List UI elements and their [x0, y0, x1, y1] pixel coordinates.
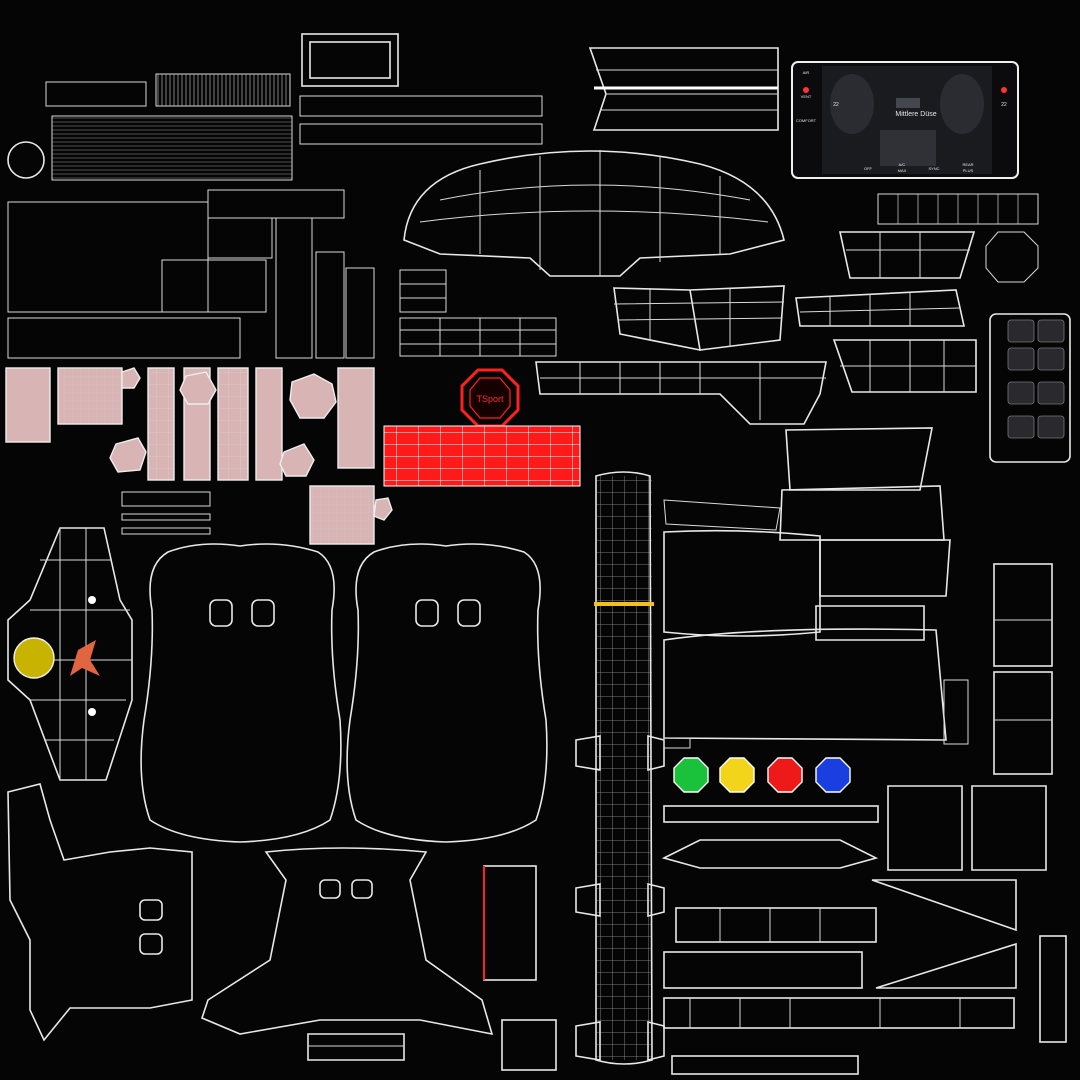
btn-off: OFF	[864, 166, 873, 171]
horn-badge-icon	[13, 637, 55, 679]
btn-ac: A/C	[899, 162, 906, 167]
uv-island-top-strips	[7, 33, 543, 181]
gem-red-icon	[767, 757, 803, 793]
uv-island-small-grid	[307, 865, 557, 1071]
brand-logo-icon	[70, 640, 100, 676]
uv-island-button-panel	[989, 313, 1071, 463]
seat-heat-left-icon	[803, 87, 809, 93]
uv-island-seat-back-left	[7, 783, 193, 1042]
uv-island-barcodes	[121, 491, 211, 535]
btn-air: AIR	[803, 70, 810, 75]
uv-island-dashboard-dome	[403, 150, 785, 277]
climate-screen: Mittlere Düse AIR VENT COMFORT 22 22 OFF…	[791, 61, 1019, 179]
btn-comfort: COMFORT	[796, 118, 817, 123]
uv-island-steering-boss	[7, 527, 133, 781]
uv-island-seat-left	[140, 543, 342, 843]
gem-yellow-icon	[719, 757, 755, 793]
gem-green-icon	[673, 757, 709, 793]
uv-island-left-strips	[7, 189, 375, 359]
uv-island-long-strip	[575, 471, 665, 1065]
uv-island-red-emblem: TSport	[383, 368, 581, 487]
uv-island-seat-back-right	[201, 847, 494, 1036]
btn-sync: SYNC	[928, 166, 939, 171]
btn-rear-sub: PLUS	[963, 168, 974, 173]
uv-island-pink-grid	[58, 368, 374, 544]
uv-island-indicator-gems	[673, 757, 851, 793]
uv-island-seat-right	[346, 543, 548, 843]
temp-right: 22	[1001, 102, 1007, 108]
uv-island-bottom-trims	[661, 563, 1067, 1075]
zone-label: Mittlere Düse	[895, 111, 936, 118]
seat-heat-right-icon	[1001, 87, 1007, 93]
uv-island-top-wedge	[588, 47, 779, 131]
uv-island-blue-small	[399, 193, 1039, 357]
btn-vent: VENT	[801, 94, 812, 99]
uv-island-console-mesh	[663, 427, 969, 749]
btn-ac-sub: MAX	[898, 168, 907, 173]
btn-rear: REAR	[962, 162, 973, 167]
gem-blue-icon	[815, 757, 851, 793]
temp-left: 22	[833, 102, 839, 108]
emblem-text: TSport	[476, 394, 504, 404]
uv-island-right-panels	[535, 231, 977, 425]
